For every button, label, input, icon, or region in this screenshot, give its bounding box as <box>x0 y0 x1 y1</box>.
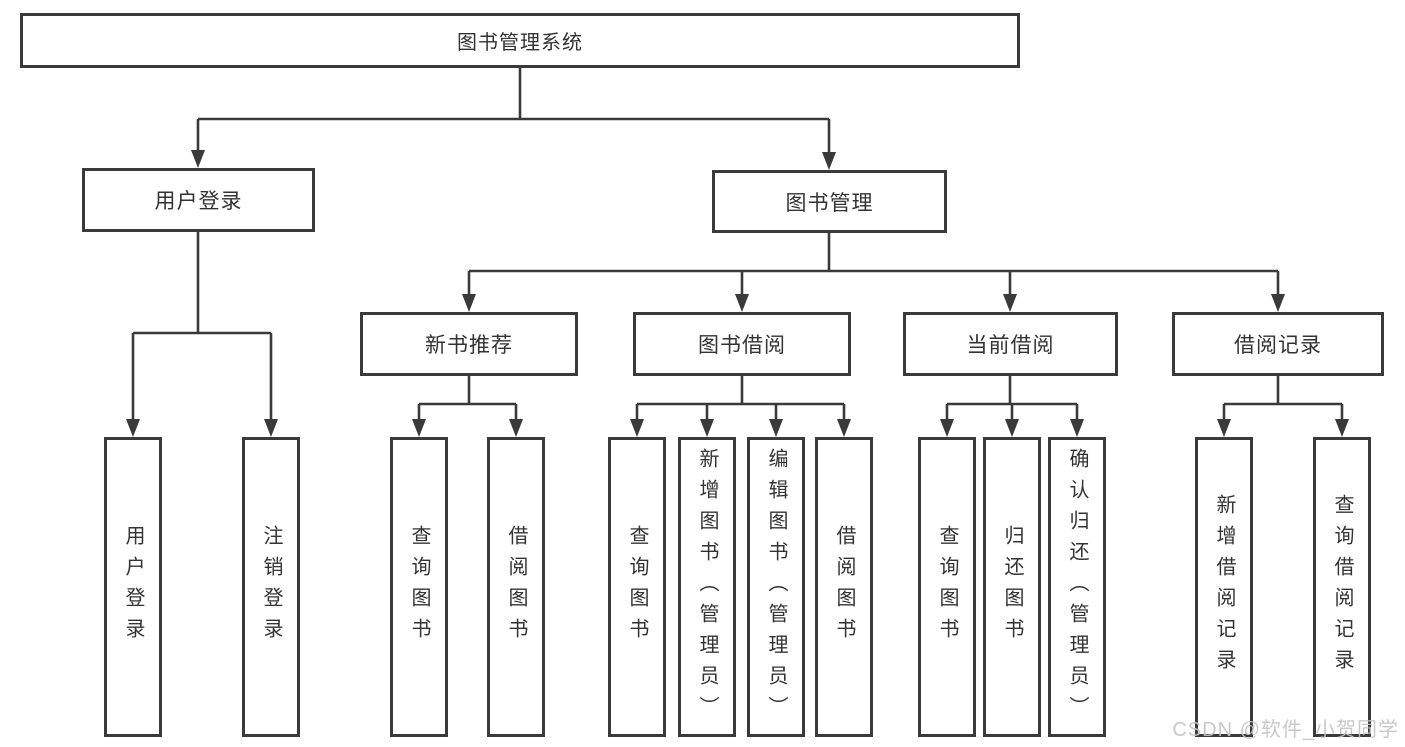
node-new-book-recommend-label: 新书推荐 <box>425 334 513 357</box>
leaf-user-login-label: 用户登录 <box>122 525 144 649</box>
csdn-watermark: CSDN @软件_小贺同学 <box>1172 719 1399 741</box>
leaf-add-borrow-record: 新增借阅记录 <box>1195 437 1253 737</box>
leaf-borrow-books-borrow-label: 借阅图书 <box>833 525 855 649</box>
leaf-borrow-books-recommend-label: 借阅图书 <box>505 525 527 649</box>
node-book-management: 图书管理 <box>712 170 947 233</box>
leaf-query-books-recommend: 查询图书 <box>390 437 448 737</box>
leaf-edit-books-admin: 编辑图书（管理员） <box>747 437 805 737</box>
leaf-query-books-borrow: 查询图书 <box>608 437 666 737</box>
node-library-system: 图书管理系统 <box>20 13 1020 68</box>
tree-connector-path <box>133 68 1342 406</box>
leaf-confirm-return-admin-label: 确认归还（管理员） <box>1066 447 1088 727</box>
node-user-login-label: 用户登录 <box>154 190 243 213</box>
leaf-borrow-books-borrow: 借阅图书 <box>815 437 873 737</box>
leaf-query-books-borrow-label: 查询图书 <box>626 525 648 649</box>
leaf-add-books-admin-label: 新增图书（管理员） <box>696 447 718 727</box>
leaf-borrow-books-recommend: 借阅图书 <box>487 437 545 737</box>
leaf-add-borrow-record-label: 新增借阅记录 <box>1213 494 1235 680</box>
node-book-management-label: 图书管理 <box>785 191 874 215</box>
arrow-shafts <box>131 119 1344 425</box>
node-new-book-recommend: 新书推荐 <box>360 312 578 376</box>
leaf-return-books-label: 归还图书 <box>1001 525 1023 649</box>
node-library-system-label: 图书管理系统 <box>457 32 583 54</box>
leaf-edit-books-admin-label: 编辑图书（管理员） <box>765 447 787 727</box>
leaf-confirm-return-admin: 确认归还（管理员） <box>1048 437 1106 737</box>
leaf-user-login: 用户登录 <box>104 437 162 737</box>
leaf-query-borrow-record-label: 查询借阅记录 <box>1331 494 1353 680</box>
leaf-query-borrow-record: 查询借阅记录 <box>1313 437 1371 737</box>
leaf-query-books-recommend-label: 查询图书 <box>408 525 430 649</box>
node-book-borrow: 图书借阅 <box>633 312 851 376</box>
node-borrow-records: 借阅记录 <box>1172 312 1384 376</box>
node-borrow-records-label: 借阅记录 <box>1234 334 1322 357</box>
leaf-add-books-admin: 新增图书（管理员） <box>678 437 736 737</box>
node-current-borrow-label: 当前借阅 <box>966 334 1055 357</box>
leaf-query-books-current: 查询图书 <box>918 437 976 737</box>
node-user-login: 用户登录 <box>82 168 315 232</box>
node-book-borrow-label: 图书借阅 <box>698 334 786 357</box>
node-current-borrow: 当前借阅 <box>903 312 1118 376</box>
leaf-return-books: 归还图书 <box>983 437 1041 737</box>
leaf-logout-label: 注销登录 <box>260 525 282 649</box>
leaf-logout: 注销登录 <box>242 437 300 737</box>
leaf-query-books-current-label: 查询图书 <box>936 525 958 649</box>
